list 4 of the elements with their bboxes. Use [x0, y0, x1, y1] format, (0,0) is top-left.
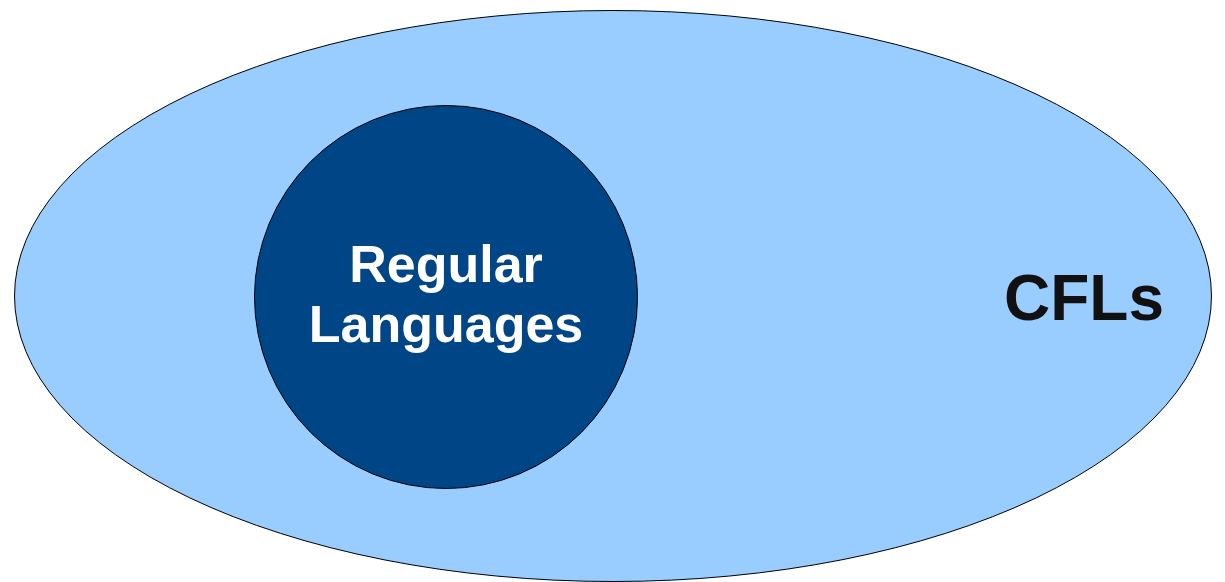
set-ellipse: [14, 10, 1212, 582]
subset-circle: [254, 105, 638, 489]
set-label: Regular Languages: [307, 235, 585, 355]
set-label: CFLs: [1003, 262, 1165, 336]
